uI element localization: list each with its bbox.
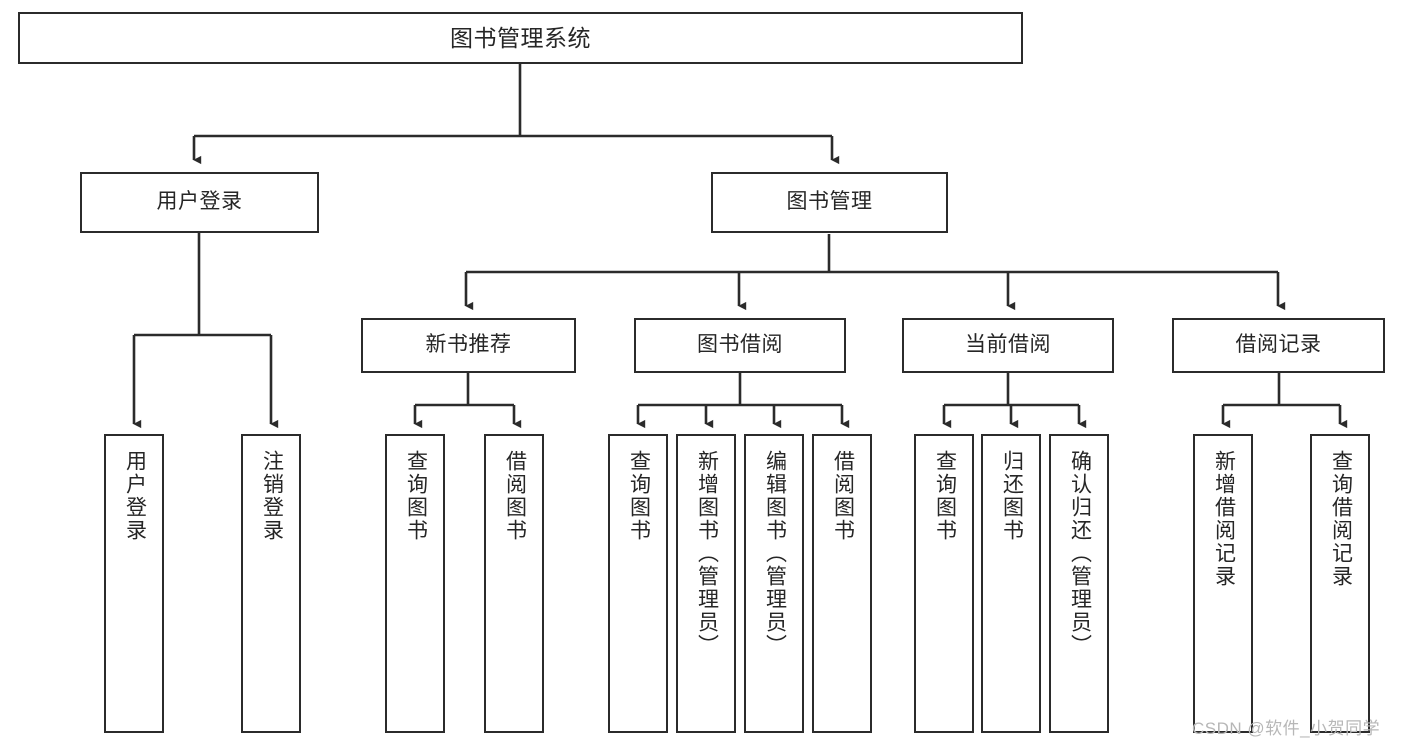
node-label: 当前借阅 (965, 333, 1051, 357)
node-label: 用户登录 (156, 190, 243, 214)
node-label: 编辑图书（管理员） (763, 450, 787, 657)
node-label: 新增图书（管理员） (695, 450, 719, 657)
node-label: 查询借阅记录 (1329, 450, 1353, 588)
node-label: 查询图书 (404, 450, 428, 542)
leaf-new-book-query[interactable]: 查询图书 (385, 434, 445, 733)
node-user-login[interactable]: 用户登录 (80, 172, 319, 233)
leaf-current-confirm-return[interactable]: 确认归还（管理员） (1049, 434, 1109, 733)
node-label: 图书管理 (786, 190, 873, 214)
node-book-borrow[interactable]: 图书借阅 (634, 318, 846, 373)
node-book-management[interactable]: 图书管理 (711, 172, 948, 233)
node-label: 图书管理系统 (450, 24, 591, 51)
leaf-user-login-signout[interactable]: 注销登录 (241, 434, 301, 733)
leaf-borrow-query-book[interactable]: 查询图书 (608, 434, 668, 733)
leaf-current-query-book[interactable]: 查询图书 (914, 434, 974, 733)
node-new-book-recommend[interactable]: 新书推荐 (361, 318, 576, 373)
node-borrow-record[interactable]: 借阅记录 (1172, 318, 1385, 373)
leaf-borrow-borrow-book[interactable]: 借阅图书 (812, 434, 872, 733)
leaf-borrow-add-book[interactable]: 新增图书（管理员） (676, 434, 736, 733)
node-label: 用户登录 (123, 450, 147, 542)
node-label: 查询图书 (627, 450, 651, 542)
node-root-system[interactable]: 图书管理系统 (18, 12, 1023, 64)
leaf-current-return-book[interactable]: 归还图书 (981, 434, 1041, 733)
leaf-new-book-borrow[interactable]: 借阅图书 (484, 434, 544, 733)
node-label: 确认归还（管理员） (1068, 450, 1092, 657)
node-label: 查询图书 (933, 450, 957, 542)
leaf-record-query[interactable]: 查询借阅记录 (1310, 434, 1370, 733)
node-label: 图书借阅 (697, 333, 783, 357)
leaf-record-add[interactable]: 新增借阅记录 (1193, 434, 1253, 733)
node-label: 注销登录 (260, 450, 284, 542)
node-label: 借阅图书 (503, 450, 527, 542)
node-current-borrow[interactable]: 当前借阅 (902, 318, 1114, 373)
leaf-borrow-edit-book[interactable]: 编辑图书（管理员） (744, 434, 804, 733)
node-label: 新增借阅记录 (1212, 450, 1236, 588)
node-label: 新书推荐 (425, 333, 512, 357)
node-label: 借阅图书 (831, 450, 855, 542)
node-label: 归还图书 (1000, 450, 1024, 542)
node-label: 借阅记录 (1235, 333, 1322, 357)
leaf-user-login-signin[interactable]: 用户登录 (104, 434, 164, 733)
